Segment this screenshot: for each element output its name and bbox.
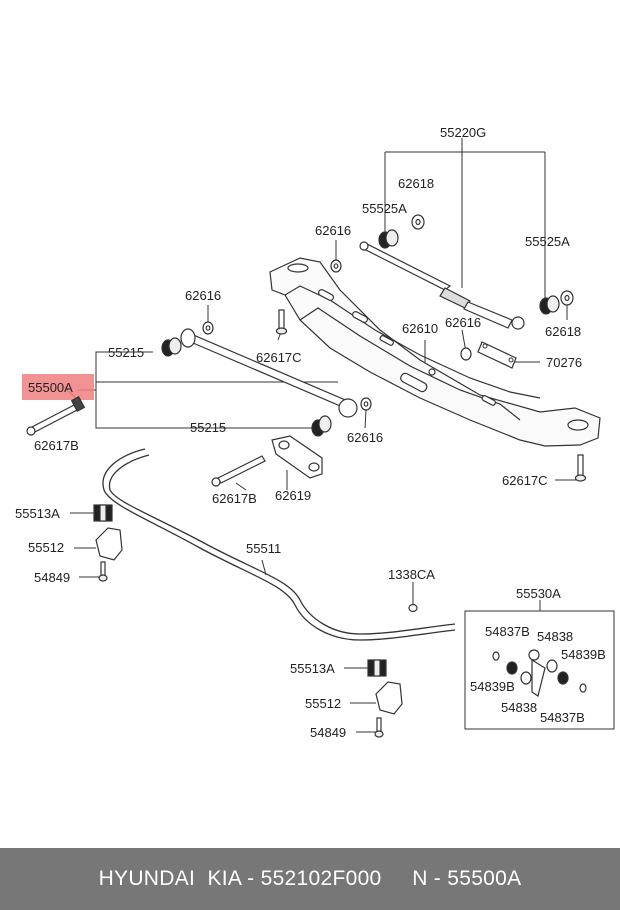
label-62610: 62610: [402, 321, 438, 336]
bracket-62619: [271, 435, 323, 479]
label-55215-lower: 55215: [190, 420, 226, 435]
plate-70276: [477, 341, 517, 369]
label-55512-right: 55512: [305, 696, 341, 711]
suspension-exploded-diagram: 55220G 62618 55525A 62616 55525A 62616 6…: [15, 125, 615, 740]
bolt-55500A: [26, 396, 86, 436]
label-55500A: 55500A: [28, 380, 73, 395]
label-55513A-left: 55513A: [15, 506, 60, 521]
lower-link-55210: [180, 328, 358, 418]
cross-member-62610: [269, 257, 601, 447]
rear-link-55220G: [359, 241, 525, 330]
label-55512-left: 55512: [28, 540, 64, 555]
part-labels: 55220G 62618 55525A 62616 55525A 62616 6…: [15, 125, 606, 740]
washer-62616: [202, 259, 472, 411]
bolt-62617B-lower: [211, 455, 266, 487]
label-62619: 62619: [275, 488, 311, 503]
label-62616-b: 62616: [185, 288, 221, 303]
label-62617B-lower: 62617B: [212, 491, 257, 506]
part-number-footer: HYUNDAI KIA - 552102F000 N - 55500A: [0, 848, 620, 910]
label-54837B-bottom: 54837B: [540, 710, 585, 725]
label-55215-upper: 55215: [108, 345, 144, 360]
label-55511: 55511: [246, 541, 281, 556]
label-54849-right: 54849: [310, 725, 346, 740]
label-62617C-upper: 62617C: [256, 350, 302, 365]
bolt-54849: [98, 561, 384, 738]
label-62618-lower: 62618: [545, 324, 581, 339]
label-55220G: 55220G: [440, 125, 486, 140]
highlight-55500A: [22, 374, 94, 400]
label-70276: 70276: [546, 355, 582, 370]
label-55525A-lower: 55525A: [525, 234, 570, 249]
label-62617C-lower: 62617C: [502, 473, 548, 488]
stabilizer-bracket-55512: [95, 527, 403, 715]
nut-1338CA: [408, 603, 418, 613]
stabilizer-bushing-55513A: [93, 504, 387, 677]
label-1338CA: 1338CA: [388, 567, 435, 582]
stabilizer-bar-55511: [102, 448, 456, 641]
label-54849-left: 54849: [34, 570, 70, 585]
label-62616-a: 62616: [315, 223, 351, 238]
label-54838-top: 54838: [537, 629, 573, 644]
label-62616-d: 62616: [347, 430, 383, 445]
washer-62618: [411, 214, 574, 306]
label-54837B-top: 54837B: [485, 624, 530, 639]
label-62616-c: 62616: [445, 315, 481, 330]
label-55513A-right: 55513A: [290, 661, 335, 676]
bolt-62617C: [275, 309, 587, 482]
leader-lines: [61, 138, 578, 733]
label-54838-bottom: 54838: [501, 700, 537, 715]
bushing-55215: [161, 337, 332, 437]
bushing-55525A-upper: [378, 229, 399, 249]
label-54839B-left: 54839B: [470, 679, 515, 694]
label-62618-upper: 62618: [398, 176, 434, 191]
label-54839B-right: 54839B: [561, 647, 606, 662]
label-55530A: 55530A: [516, 586, 561, 601]
label-62617B-upper: 62617B: [34, 438, 79, 453]
bushing-55525A-lower: [539, 295, 560, 315]
label-55525A-upper: 55525A: [362, 201, 407, 216]
stabilizer-link-kit: [492, 649, 587, 697]
